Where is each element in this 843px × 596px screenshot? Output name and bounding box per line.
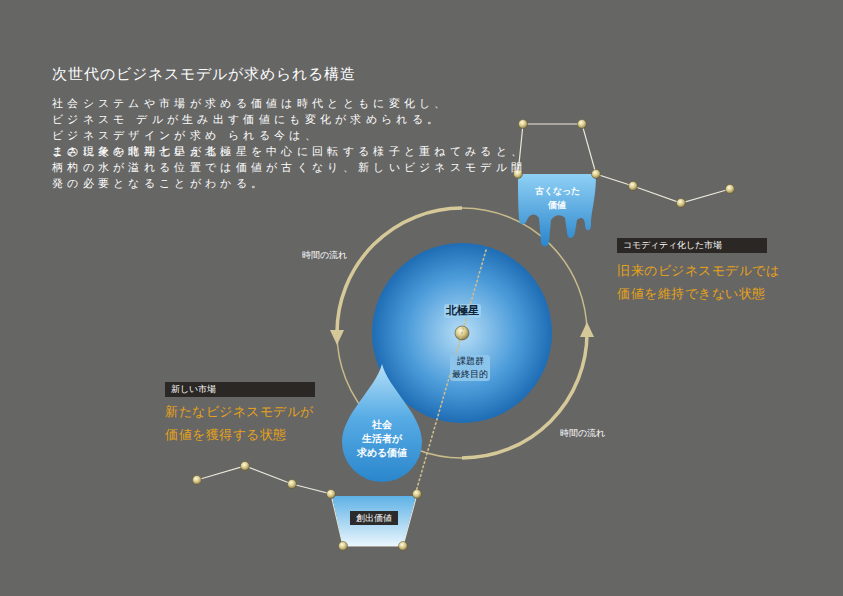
svg-g	[193, 120, 735, 551]
svg-circle	[677, 199, 686, 208]
time-label: 時間の流れ	[560, 427, 605, 439]
market-band: コモディティ化した市場	[617, 238, 767, 253]
diagram-title: 次世代のビジネスモデルが求められる構造	[52, 64, 356, 84]
svg-circle	[399, 542, 408, 551]
svg-circle	[288, 480, 297, 489]
band-label: 新しい市場	[171, 382, 216, 397]
body-text: この現象を北斗七星が北極星を中心に回転する様子と重ねてみると、 柄杓の水が溢れる…	[52, 144, 526, 192]
band-label: コモディティ化した市場	[623, 238, 722, 253]
orbit-arrowhead	[580, 322, 594, 337]
orbit-arc	[462, 333, 587, 458]
created-label: 創出価値	[350, 511, 398, 525]
polaris-circle-shape	[372, 243, 552, 423]
svg-circle	[455, 326, 469, 340]
state-note: 旧来のビジネスモデルでは 価値を維持できない状態	[617, 259, 779, 305]
orbit-arrowhead	[330, 330, 344, 345]
old-value-cup: 古くなった 価値	[480, 170, 605, 250]
goal-label: 課題群 最終目的	[450, 355, 490, 381]
market-band: 新しい市場	[165, 382, 315, 397]
svg-circle	[193, 476, 202, 485]
svg-circle	[327, 490, 336, 499]
polaris-label: 北極星	[444, 304, 481, 318]
svg-circle	[241, 462, 250, 471]
svg-circle	[372, 243, 552, 423]
svg-circle	[578, 120, 587, 129]
svg-circle	[339, 542, 348, 551]
svg-path	[342, 364, 422, 482]
svg-circle	[514, 170, 523, 179]
svg-path	[332, 496, 416, 546]
svg-circle	[519, 120, 528, 129]
time-label: 時間の流れ	[302, 249, 347, 261]
big-dipper-line	[197, 466, 417, 546]
water-drop: 社会 生活者が 求める価値	[340, 362, 424, 486]
cup-label: 古くなった 価値	[535, 184, 580, 212]
created-value-cup: 創出価値	[328, 490, 420, 550]
svg-circle	[413, 490, 422, 499]
state-note: 新たなビジネスモデルが 価値を獲得する状態	[165, 400, 314, 446]
drop-label: 社会 生活者が 求める価値	[357, 418, 407, 460]
svg-circle	[629, 182, 638, 191]
old-value-cup-shape	[480, 170, 605, 250]
svg-path	[518, 174, 596, 247]
polaris-circle: 北極星課題群 最終目的	[372, 243, 552, 423]
svg-circle	[592, 170, 601, 179]
svg-circle	[726, 185, 735, 194]
